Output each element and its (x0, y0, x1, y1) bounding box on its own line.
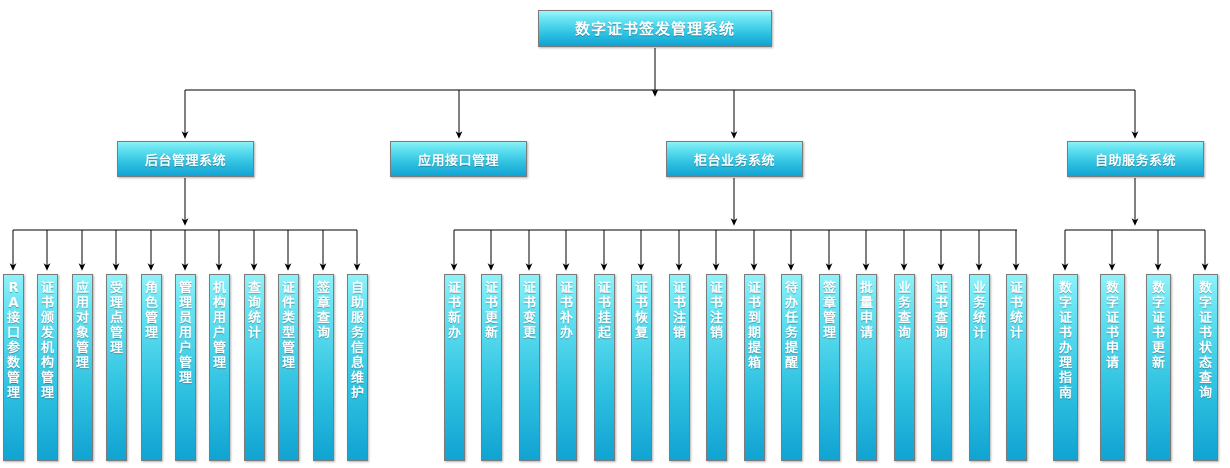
leaf-node[interactable]: 角色管理 (141, 274, 162, 461)
leaf-label: 证书注销 (673, 281, 687, 341)
leaf-node[interactable]: 查询统计 (244, 274, 265, 461)
leaf-node[interactable]: 证书颁发机构管理 (37, 274, 58, 461)
leaf-label: 业务查询 (898, 281, 912, 341)
leaf-label: 证书新办 (448, 281, 462, 341)
node-branch-label: 自助服务系统 (1094, 153, 1176, 169)
leaf-node[interactable]: 证件类型管理 (278, 274, 299, 461)
leaf-node[interactable]: 证书恢复 (631, 274, 652, 461)
leaf-label: 证书颁发机构管理 (41, 281, 55, 401)
leaf-node[interactable]: 机构用户管理 (209, 274, 230, 461)
leaf-label: 应用对象管理 (76, 281, 90, 371)
leaf-node[interactable]: 业务统计 (969, 274, 990, 461)
leaf-label: 业务统计 (973, 281, 987, 341)
node-branch-counter[interactable]: 柜台业务系统 (666, 141, 803, 177)
node-root[interactable]: 数字证书签发管理系统 (538, 10, 772, 47)
leaf-label: 证书挂起 (598, 281, 612, 341)
node-branch-label: 后台管理系统 (144, 153, 226, 169)
leaf-node[interactable]: 证书到期提箱 (744, 274, 765, 461)
leaf-label: 角色管理 (145, 281, 159, 341)
leaf-node[interactable]: 业务查询 (894, 274, 915, 461)
leaf-node[interactable]: 受理点管理 (106, 274, 127, 461)
leaf-label: 待办任务提醒 (785, 281, 799, 371)
leaf-label: 自助服务信息维护 (351, 281, 365, 401)
leaf-label: 批量申请 (860, 281, 874, 341)
leaf-node[interactable]: 证书统计 (1006, 274, 1027, 461)
node-branch-backoffice[interactable]: 后台管理系统 (117, 141, 254, 177)
leaf-node[interactable]: RA接口参数管理 (3, 274, 24, 461)
leaf-node[interactable]: 自助服务信息维护 (347, 274, 368, 461)
leaf-node[interactable]: 证书更新 (481, 274, 502, 461)
leaf-label: 查询统计 (248, 281, 262, 341)
leaf-label: RA接口参数管理 (7, 281, 21, 401)
node-branch-selfservice[interactable]: 自助服务系统 (1067, 141, 1204, 177)
leaf-label: 签章查询 (317, 281, 331, 341)
node-root-label: 数字证书签发管理系统 (574, 20, 735, 38)
leaf-node[interactable]: 签章管理 (819, 274, 840, 461)
leaf-label: 数字证书状态查询 (1199, 281, 1213, 401)
leaf-node[interactable]: 签章查询 (313, 274, 334, 461)
leaf-label: 证书恢复 (635, 281, 649, 341)
leaf-label: 证书查询 (935, 281, 949, 341)
leaf-node[interactable]: 数字证书状态查询 (1193, 274, 1218, 461)
leaf-node[interactable]: 证书变更 (519, 274, 540, 461)
leaf-label: 数字证书更新 (1152, 281, 1166, 371)
leaf-label: 证件类型管理 (282, 281, 296, 371)
leaf-node[interactable]: 数字证书申请 (1100, 274, 1125, 461)
node-branch-api[interactable]: 应用接口管理 (390, 141, 527, 177)
leaf-node[interactable]: 证书查询 (931, 274, 952, 461)
leaf-label: 签章管理 (823, 281, 837, 341)
node-branch-label: 柜台业务系统 (693, 153, 775, 169)
leaf-node[interactable]: 应用对象管理 (72, 274, 93, 461)
leaf-label: 证书统计 (1010, 281, 1024, 341)
leaf-label: 机构用户管理 (213, 281, 227, 371)
leaf-label: 证书变更 (523, 281, 537, 341)
leaf-label: 数字证书申请 (1106, 281, 1120, 371)
leaf-node[interactable]: 批量申请 (856, 274, 877, 461)
leaf-label: 数字证书办理指南 (1059, 281, 1073, 401)
leaf-node[interactable]: 证书新办 (444, 274, 465, 461)
leaf-node[interactable]: 证书注销 (669, 274, 690, 461)
leaf-label: 受理点管理 (110, 281, 124, 356)
leaf-node[interactable]: 证书挂起 (594, 274, 615, 461)
leaf-label: 证书注销 (710, 281, 724, 341)
leaf-label: 证书更新 (485, 281, 499, 341)
leaf-label: 证书到期提箱 (748, 281, 762, 371)
leaf-node[interactable]: 管理员用户管理 (175, 274, 196, 461)
node-branch-label: 应用接口管理 (417, 153, 499, 169)
leaf-node[interactable]: 待办任务提醒 (781, 274, 802, 461)
leaf-node[interactable]: 数字证书办理指南 (1053, 274, 1078, 461)
leaf-node[interactable]: 证书注销 (706, 274, 727, 461)
leaf-node[interactable]: 证书补办 (556, 274, 577, 461)
leaf-label: 证书补办 (560, 281, 574, 341)
leaf-label: 管理员用户管理 (179, 281, 193, 386)
leaf-node[interactable]: 数字证书更新 (1146, 274, 1171, 461)
